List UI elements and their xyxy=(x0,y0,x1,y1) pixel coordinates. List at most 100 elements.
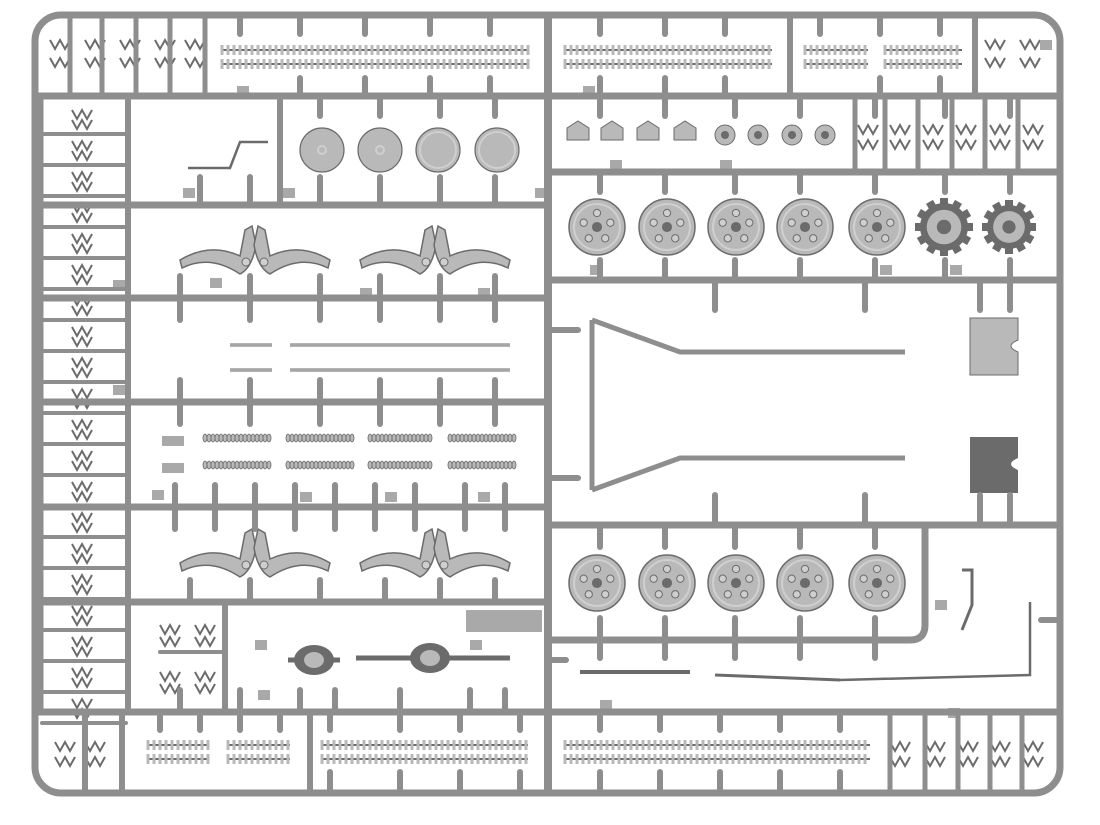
track-link xyxy=(478,59,482,69)
wheel-rim xyxy=(853,559,901,607)
track-link xyxy=(502,59,506,69)
track-link xyxy=(286,754,290,764)
spring-coil xyxy=(234,433,240,443)
sprocket-wheel xyxy=(915,198,973,256)
track-link xyxy=(611,59,615,69)
track-link xyxy=(863,754,867,764)
spring-coil xyxy=(262,460,268,470)
track-link xyxy=(494,754,498,764)
track-link xyxy=(707,59,711,69)
link-part xyxy=(71,696,93,711)
track-link xyxy=(188,754,192,764)
spring-coil xyxy=(511,460,517,470)
wheel-rim xyxy=(643,203,691,251)
track-link xyxy=(575,59,579,69)
track-link xyxy=(152,754,156,764)
link-part xyxy=(922,137,944,152)
spring-coil xyxy=(507,433,513,443)
spring-coil xyxy=(503,460,509,470)
track-link xyxy=(839,754,843,764)
spring-coil xyxy=(317,460,323,470)
track-link xyxy=(244,59,248,69)
track-link xyxy=(304,59,308,69)
track-link xyxy=(220,45,224,55)
track-link xyxy=(569,45,573,55)
track-link xyxy=(581,59,585,69)
track-link xyxy=(749,740,753,750)
track-link xyxy=(833,754,837,764)
link-part xyxy=(71,169,93,184)
track-link xyxy=(400,59,404,69)
spring-coil xyxy=(423,460,429,470)
ejector-tab xyxy=(360,288,372,298)
track-link xyxy=(170,740,174,750)
spring-coil xyxy=(379,433,385,443)
track-link xyxy=(677,59,681,69)
track-link xyxy=(350,754,354,764)
track-link xyxy=(809,754,813,764)
spring-coil xyxy=(333,460,339,470)
track-link xyxy=(809,740,813,750)
ejector-tab xyxy=(880,265,892,275)
track-link xyxy=(286,59,290,69)
track-link xyxy=(623,45,627,55)
track-link xyxy=(767,45,771,55)
track-link xyxy=(398,740,402,750)
spring-coil xyxy=(222,460,228,470)
track-link xyxy=(701,59,705,69)
track-link xyxy=(250,740,254,750)
arm-pivot xyxy=(259,257,269,267)
wheel-rim xyxy=(712,559,760,607)
track-link xyxy=(641,45,645,55)
spring-coil xyxy=(367,433,373,443)
track-link xyxy=(563,59,567,69)
link-part xyxy=(1022,122,1044,137)
link-part xyxy=(54,754,76,769)
spring-coil xyxy=(285,433,291,443)
spring-coil xyxy=(305,460,311,470)
spring-coil xyxy=(447,433,453,443)
fender-plate xyxy=(969,317,1019,376)
track-link xyxy=(292,45,296,55)
wheel-hole xyxy=(872,208,882,218)
link-part xyxy=(857,122,879,137)
wheel-rim xyxy=(643,559,691,607)
wheel-hole xyxy=(792,590,801,599)
track-link xyxy=(238,45,242,55)
disc-ring xyxy=(419,131,457,169)
spring-coil xyxy=(371,460,377,470)
road-wheel xyxy=(638,198,696,256)
spring-coil xyxy=(475,460,481,470)
spring-coil xyxy=(427,433,433,443)
track-link xyxy=(683,740,687,750)
track-link xyxy=(232,740,236,750)
link-part xyxy=(84,754,106,769)
link-part xyxy=(889,122,911,137)
wheel-hole xyxy=(584,590,593,599)
track-link xyxy=(863,59,867,69)
track-link xyxy=(394,45,398,55)
track-link xyxy=(238,740,242,750)
track-link xyxy=(416,740,420,750)
disc-ring xyxy=(317,145,327,155)
spring-coil xyxy=(246,460,252,470)
track-link xyxy=(520,59,524,69)
link-part xyxy=(194,634,216,649)
wheel-hole xyxy=(676,218,685,227)
track-link xyxy=(611,754,615,764)
spring-coil xyxy=(379,460,385,470)
track-link xyxy=(404,740,408,750)
track-link xyxy=(508,45,512,55)
track-link xyxy=(617,59,621,69)
track-link xyxy=(737,740,741,750)
track-link xyxy=(310,45,314,55)
track-link xyxy=(599,740,603,750)
track-link xyxy=(809,45,813,55)
spring-coil xyxy=(309,433,315,443)
track-link xyxy=(292,59,296,69)
spring-coil xyxy=(455,460,461,470)
track-link xyxy=(430,45,434,55)
link-part xyxy=(159,681,181,696)
track-link xyxy=(653,754,657,764)
track-link xyxy=(320,740,324,750)
